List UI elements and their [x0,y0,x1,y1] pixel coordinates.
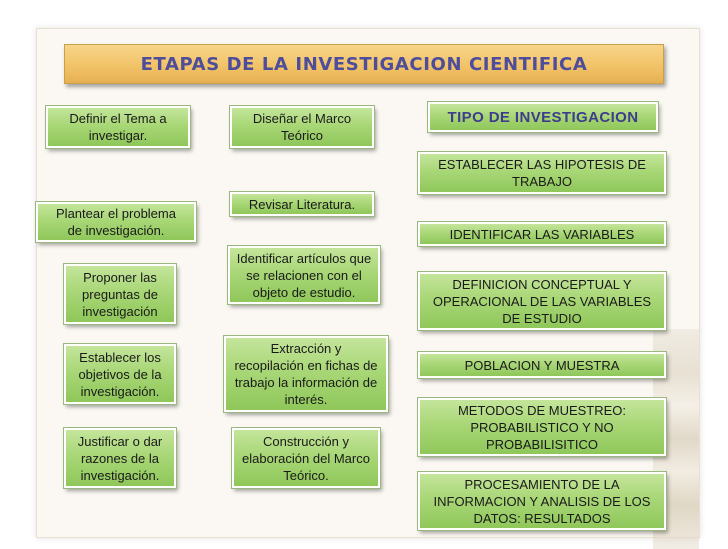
stage-justification: Justificar o dar razones de la investiga… [63,427,177,489]
stage-hypotheses: ESTABLECER LAS HIPOTESIS DE TRABAJO [417,151,667,195]
stage-review-literature: Revisar Literatura. [229,191,375,217]
stage-population-sample: POBLACION Y MUESTRA [417,351,667,379]
stage-design-framework: Diseñar el Marco Teórico [229,105,375,149]
stage-objectives: Establecer los objetivos de la investiga… [63,343,177,405]
stage-research-questions: Proponer las preguntas de investigación [63,263,177,325]
stage-build-framework: Construcción y elaboración del Marco Teó… [231,427,381,489]
stage-extract-information: Extracción y recopilación en fichas de t… [223,335,389,413]
stage-sampling-methods: METODOS DE MUESTREO: PROBABILISTICO Y NO… [417,397,667,457]
diagram-title: ETAPAS DE LA INVESTIGACION CIENTIFICA [140,53,588,75]
stage-define-topic: Definir el Tema a investigar. [45,105,191,149]
stage-identify-articles: Identificar artículos que se relacionen … [227,245,381,305]
research-type-header: TIPO DE INVESTIGACION [427,101,659,133]
stage-define-variables: DEFINICION CONCEPTUAL Y OPERACIONAL DE L… [417,271,667,331]
diagram-title-bar: ETAPAS DE LA INVESTIGACION CIENTIFICA [64,44,664,84]
stage-problem-statement: Plantear el problema de investigación. [35,201,197,243]
stage-identify-variables: IDENTIFICAR LAS VARIABLES [417,221,667,247]
stage-data-processing: PROCESAMIENTO DE LA INFORMACION Y ANALIS… [417,471,667,531]
